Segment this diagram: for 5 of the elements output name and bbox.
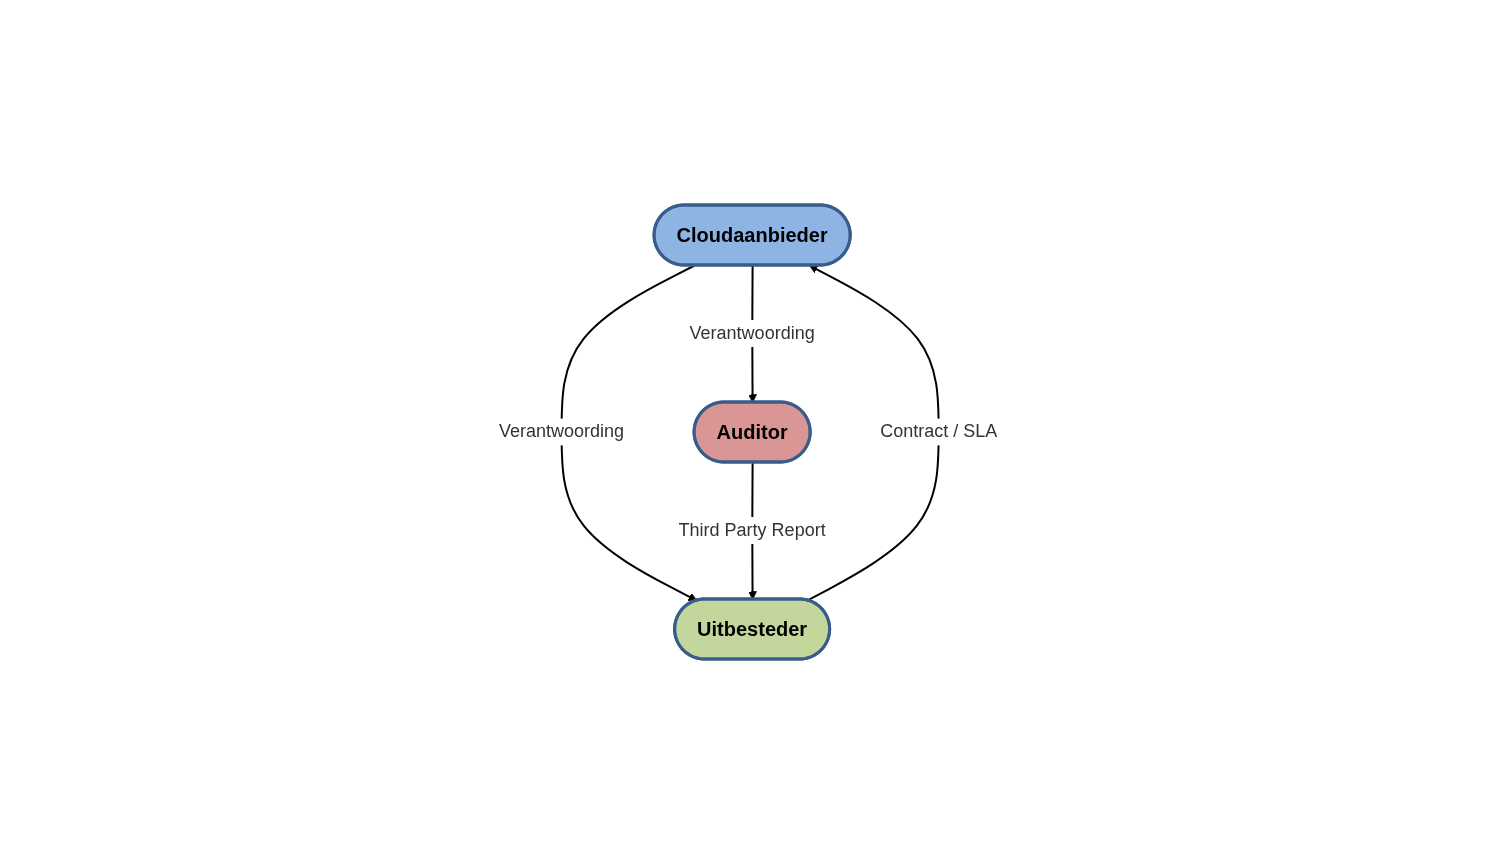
edge-label: Verantwoording [499, 421, 625, 442]
arrow [807, 265, 941, 602]
edge-label: Third Party Report [678, 519, 827, 540]
edge-label: Contract / SLA [880, 421, 998, 442]
edge-label: Verantwoording [689, 323, 816, 343]
